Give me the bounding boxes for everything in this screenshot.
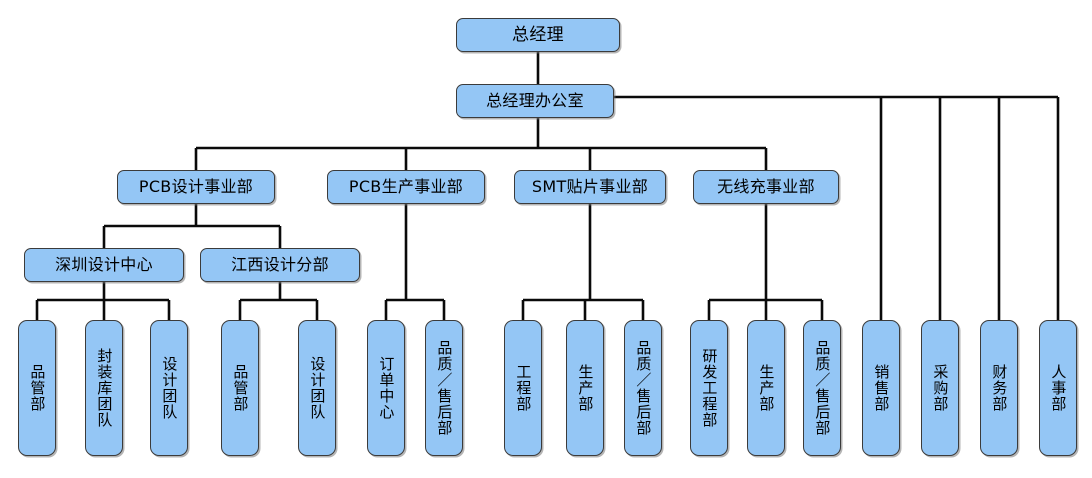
node-label: 品管部 — [28, 364, 47, 412]
node-label: 无线充事业部 — [717, 176, 815, 196]
node-shenzhen-design-center[interactable]: 深圳设计中心 — [24, 248, 184, 282]
node-label: 生产部 — [576, 364, 595, 412]
node-label: 深圳设计中心 — [55, 254, 153, 274]
node-division-smt[interactable]: SMT贴片事业部 — [514, 170, 666, 204]
node-label: PCB生产事业部 — [348, 176, 464, 196]
node-division-pcb-manufacture[interactable]: PCB生产事业部 — [327, 170, 485, 204]
node-label: 销售部 — [872, 364, 891, 412]
node-label: PCB设计事业部 — [138, 176, 254, 196]
node-smt-production-dept[interactable]: 生产部 — [566, 320, 604, 456]
node-division-wireless-charging[interactable]: 无线充事业部 — [693, 170, 839, 204]
node-jiangxi-design-team[interactable]: 设计团队 — [298, 320, 336, 456]
node-wireless-quality-aftersales-dept[interactable]: 品质／售后部 — [803, 320, 841, 456]
node-general-manager[interactable]: 总经理 — [456, 18, 620, 52]
node-division-pcb-design[interactable]: PCB设计事业部 — [117, 170, 275, 204]
node-pcb-quality-aftersales-dept[interactable]: 品质／售后部 — [425, 320, 463, 456]
node-finance-dept[interactable]: 财务部 — [980, 320, 1018, 456]
node-wireless-production-dept[interactable]: 生产部 — [747, 320, 785, 456]
node-purchasing-dept[interactable]: 采购部 — [921, 320, 959, 456]
node-smt-engineering-dept[interactable]: 工程部 — [504, 320, 542, 456]
node-label: 品管部 — [231, 364, 250, 412]
node-label: 生产部 — [757, 364, 776, 412]
node-shenzhen-footprint-library-team[interactable]: 封装库团队 — [85, 320, 123, 456]
node-label: 采购部 — [931, 364, 950, 412]
node-gm-office[interactable]: 总经理办公室 — [456, 84, 614, 118]
node-label: 品质／售后部 — [813, 340, 832, 436]
node-label: 封装库团队 — [95, 348, 114, 428]
node-label: 品质／售后部 — [634, 340, 653, 436]
node-shenzhen-design-team[interactable]: 设计团队 — [150, 320, 188, 456]
node-label: 设计团队 — [160, 356, 179, 420]
node-label: 设计团队 — [308, 356, 327, 420]
node-shenzhen-quality-dept[interactable]: 品管部 — [18, 320, 56, 456]
node-label: 研发工程部 — [700, 348, 719, 428]
node-jiangxi-design-branch[interactable]: 江西设计分部 — [200, 248, 360, 282]
node-label: 总经理办公室 — [486, 90, 584, 110]
node-hr-dept[interactable]: 人事部 — [1039, 320, 1077, 456]
node-label: 江西设计分部 — [231, 254, 329, 274]
node-pcb-order-center[interactable]: 订单中心 — [367, 320, 405, 456]
node-sales-dept[interactable]: 销售部 — [862, 320, 900, 456]
node-label: 品质／售后部 — [435, 340, 454, 436]
node-label: 订单中心 — [377, 356, 396, 420]
node-label: 总经理 — [512, 24, 564, 45]
node-label: 财务部 — [990, 364, 1009, 412]
node-label: 人事部 — [1049, 364, 1068, 412]
node-label: SMT贴片事业部 — [531, 176, 649, 196]
node-wireless-rd-engineering-dept[interactable]: 研发工程部 — [690, 320, 728, 456]
node-label: 工程部 — [514, 364, 533, 412]
node-jiangxi-quality-dept[interactable]: 品管部 — [221, 320, 259, 456]
node-smt-quality-aftersales-dept[interactable]: 品质／售后部 — [624, 320, 662, 456]
